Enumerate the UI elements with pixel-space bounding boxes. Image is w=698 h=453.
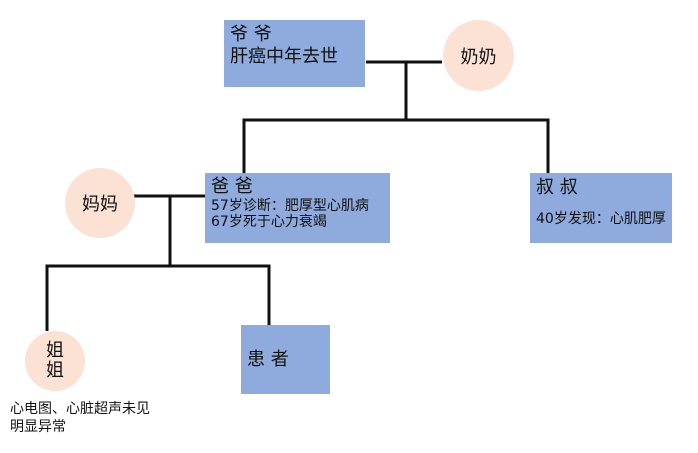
father-title: 爸 爸	[211, 176, 253, 197]
father-box: 爸 爸 57岁诊断：肥厚型心肌病 67岁死于心力衰竭	[205, 173, 390, 243]
sister-circle: 姐 姐	[25, 331, 85, 391]
sister-note: 心电图、心脏超声未见 明显异常	[10, 400, 150, 436]
sibling-line-gen3	[45, 264, 271, 331]
uncle-note: 40岁发现：心肌肥厚	[536, 210, 666, 227]
grandma-title: 奶奶	[460, 46, 497, 68]
grandpa-note: 肝癌中年去世	[230, 45, 338, 67]
mother-title: 妈妈	[82, 194, 118, 215]
grandma-circle: 奶奶	[443, 20, 514, 91]
patient-box: 患 者	[241, 325, 330, 394]
patient-title: 患 者	[247, 348, 289, 370]
father-line1: 57岁诊断：肥厚型心肌病	[211, 197, 369, 214]
sibling-line-gen2	[242, 118, 550, 173]
mother-circle: 妈妈	[65, 168, 135, 238]
sister-title-1: 姐	[46, 340, 64, 362]
father-line2: 67岁死于心力衰竭	[211, 214, 327, 231]
uncle-box: 叔 叔 40岁发现：心肌肥厚	[530, 173, 672, 243]
sister-title-2: 姐	[46, 360, 64, 381]
grandpa-box: 爷 爷 肝癌中年去世	[224, 20, 365, 87]
sister-note-line2: 明显异常	[10, 419, 66, 436]
uncle-title: 叔 叔	[536, 177, 578, 198]
sister-note-line1: 心电图、心脏超声未见	[10, 401, 150, 417]
grandpa-title: 爷 爷	[230, 24, 272, 45]
